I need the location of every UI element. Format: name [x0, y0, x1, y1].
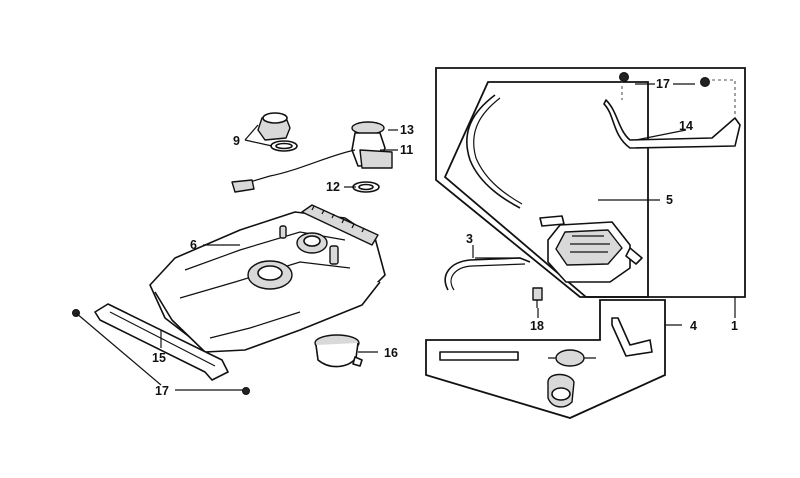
callout-14: 14 [679, 119, 693, 133]
callout-17-top: 17 [656, 77, 670, 91]
subframe-4 [425, 299, 666, 419]
fuel-sender [231, 121, 393, 193]
callout-15: 15 [152, 351, 166, 365]
callout-5: 5 [666, 193, 673, 207]
bolt-18 [532, 287, 543, 308]
fuel-tank [149, 211, 386, 353]
fuel-hose-3 [444, 257, 531, 291]
callout-9: 9 [233, 134, 240, 148]
callout-4: 4 [690, 319, 697, 333]
callout-3: 3 [466, 232, 473, 246]
fuel-pump-unit [539, 215, 643, 283]
callout-13: 13 [400, 123, 414, 137]
assembly-frame [435, 67, 746, 298]
inner-frame-5 [443, 81, 649, 298]
callout-labels: 1 3 4 5 6 9 11 12 13 14 15 16 17 17 18 [152, 77, 738, 398]
vent-tube-14 [603, 72, 741, 149]
leader-lines [75, 83, 736, 391]
fuel-cap [257, 112, 298, 152]
fuel-hose-5 [466, 94, 523, 209]
callout-11: 11 [400, 143, 413, 157]
callout-16: 16 [384, 346, 398, 360]
tank-rib-strip [301, 204, 379, 246]
callout-1: 1 [731, 319, 738, 333]
fuel-strainer [314, 334, 363, 368]
callout-6: 6 [190, 238, 197, 252]
callout-17-bottom: 17 [155, 384, 169, 398]
callout-18: 18 [530, 319, 544, 333]
subassembly-4-parts [439, 317, 653, 408]
callout-12: 12 [326, 180, 340, 194]
